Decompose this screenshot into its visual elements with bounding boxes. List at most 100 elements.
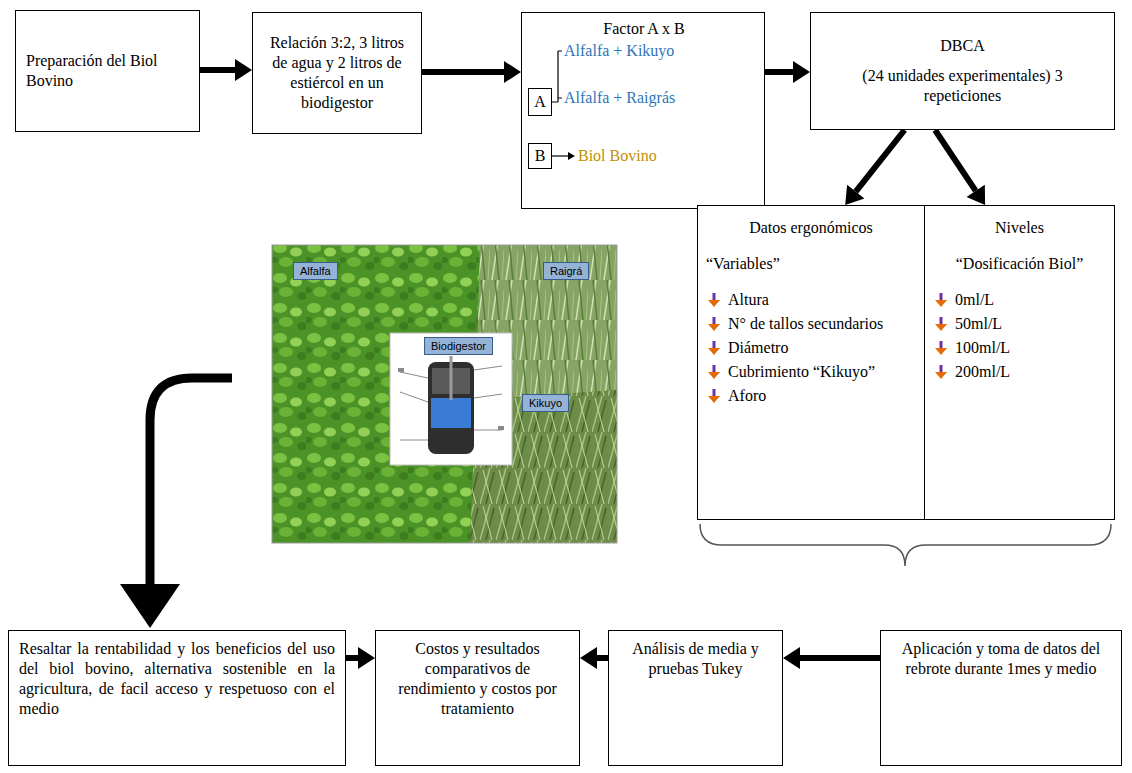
arrow-connector [935,130,985,205]
list-row: N° de tallos secundarios [706,314,916,334]
bullet-arrow-icon [935,341,947,355]
list-item: 100ml/L [955,338,1010,358]
box-text: DBCA [851,36,1074,56]
list-row: Aforo [706,386,916,406]
bullet-head [708,372,720,379]
box-subheading: “Variables” [706,254,916,274]
bullet-arrow-icon [935,317,947,331]
photo-label: Alfalfa [293,262,338,280]
bullet-head [708,300,720,307]
box-subheading: “Dosificación Biol” [933,254,1106,274]
box-text: Preparación del Biol Bovino [26,51,189,91]
list-item: Aforo [728,386,766,406]
list-item: Altura [728,290,769,310]
arrow-head [967,185,986,205]
factor-letter-box: B [528,143,552,169]
arrow-connector [422,61,521,83]
conclusion-box: Resaltar la rentabilidad y los beneficio… [8,630,346,766]
box-text: Análisis de media y pruebas Tukey [619,639,772,679]
list-row: Cubrimiento “Kikuyo” [706,362,916,382]
arrow-head [235,59,252,81]
arrow-shaft [200,67,235,73]
factor-box: Factor A x BAlfalfa + KikuyoAlfalfa + Ra… [521,12,765,209]
bullet-arrow-icon [708,293,720,307]
variables-box: Datos ergonómicos “Variables” Altura N° de … [697,205,925,520]
bullet-head [935,300,947,307]
list-row: 50ml/L [933,314,1106,334]
arrow-head [845,185,864,205]
box-text: Relación 3:2, 3 litros de agua y 2 litro… [263,33,411,113]
levels-box: Niveles “Dosificación Biol” 0ml/L 50ml/L 100… [924,205,1115,520]
bullet-shaft [940,341,943,349]
bullet-head [935,348,947,355]
bullet-shaft [713,341,716,349]
factor-pointer [552,155,568,156]
process-box: Preparación del Biol Bovino [15,10,200,132]
arrow-head [793,61,810,83]
field-photo [272,245,617,543]
bullet-arrow-icon [935,293,947,307]
process-box: Relación 3:2, 3 litros de agua y 2 litro… [252,12,422,134]
bullet-head [935,372,947,379]
bullet-arrow-icon [935,365,947,379]
list-row: 0ml/L [933,290,1106,310]
factor-bracket [552,51,562,102]
arrow-shaft [422,69,504,75]
arrow-connector [200,59,252,81]
box-text: Resaltar la rentabilidad y los beneficio… [19,639,335,719]
factor-level: Biol Bovino [578,146,657,166]
bullet-shaft [940,317,943,325]
box-subtext: (24 unidades experimentales) 3 repeticio… [851,66,1074,106]
arrow-connector [845,130,904,205]
box-heading: Niveles [933,218,1106,238]
bullet-shaft [713,389,716,397]
bullet-shaft [713,293,716,301]
bullet-arrow-icon [708,341,720,355]
arrow-head [358,647,375,669]
bullet-shaft [713,365,716,373]
arrow-shaft [597,655,608,661]
bullet-shaft [713,317,716,325]
bullet-shaft [940,293,943,301]
arrow-connector [783,647,880,669]
list-row: 200ml/L [933,362,1106,382]
list-row: Altura [706,290,916,310]
box-text: Aplicación y toma de datos del rebrote d… [893,639,1109,679]
bullet-arrow-icon [708,389,720,403]
process-box: Costos y resultados comparativos de rend… [375,630,580,766]
list-row: 100ml/L [933,338,1106,358]
curved-arrow [120,378,232,628]
arrow-head [580,647,597,669]
process-box: Análisis de media y pruebas Tukey [608,630,783,766]
process-box: Aplicación y toma de datos del rebrote d… [880,630,1122,766]
arrow-head [504,61,521,83]
bullet-head [708,324,720,331]
bullet-head [708,396,720,403]
arrow-shaft [765,69,793,75]
list-item: 50ml/L [955,314,1002,334]
factor-level: Alfalfa + Raigrás [564,88,675,108]
box-text: Costos y resultados comparativos de rend… [386,639,569,719]
arrow-shaft [856,130,905,192]
bullet-arrow-icon [708,365,720,379]
bullet-shaft [940,365,943,373]
bullet-head [935,324,947,331]
list-row: Diámetro [706,338,916,358]
arrow-shaft [346,655,358,661]
design-box: DBCA (24 unidades experimentales) 3 repet… [810,12,1115,130]
arrow-connector [580,647,608,669]
arrow-connector [346,647,375,669]
box-text: A [529,92,551,112]
list-item: N° de tallos secundarios [728,314,883,334]
list-item: 0ml/L [955,290,994,310]
box-heading: Datos ergonómicos [706,218,916,238]
arrow-connector [765,61,810,83]
curly-brace [700,524,1111,566]
bullet-arrow-icon [708,317,720,331]
factor-letter-box: A [528,88,552,116]
arrow-head [783,647,800,669]
list-item: Diámetro [728,338,788,358]
factor-title: Factor A x B [522,19,766,39]
list-item: Cubrimiento “Kikuyo” [728,362,875,382]
bullet-head [708,348,720,355]
